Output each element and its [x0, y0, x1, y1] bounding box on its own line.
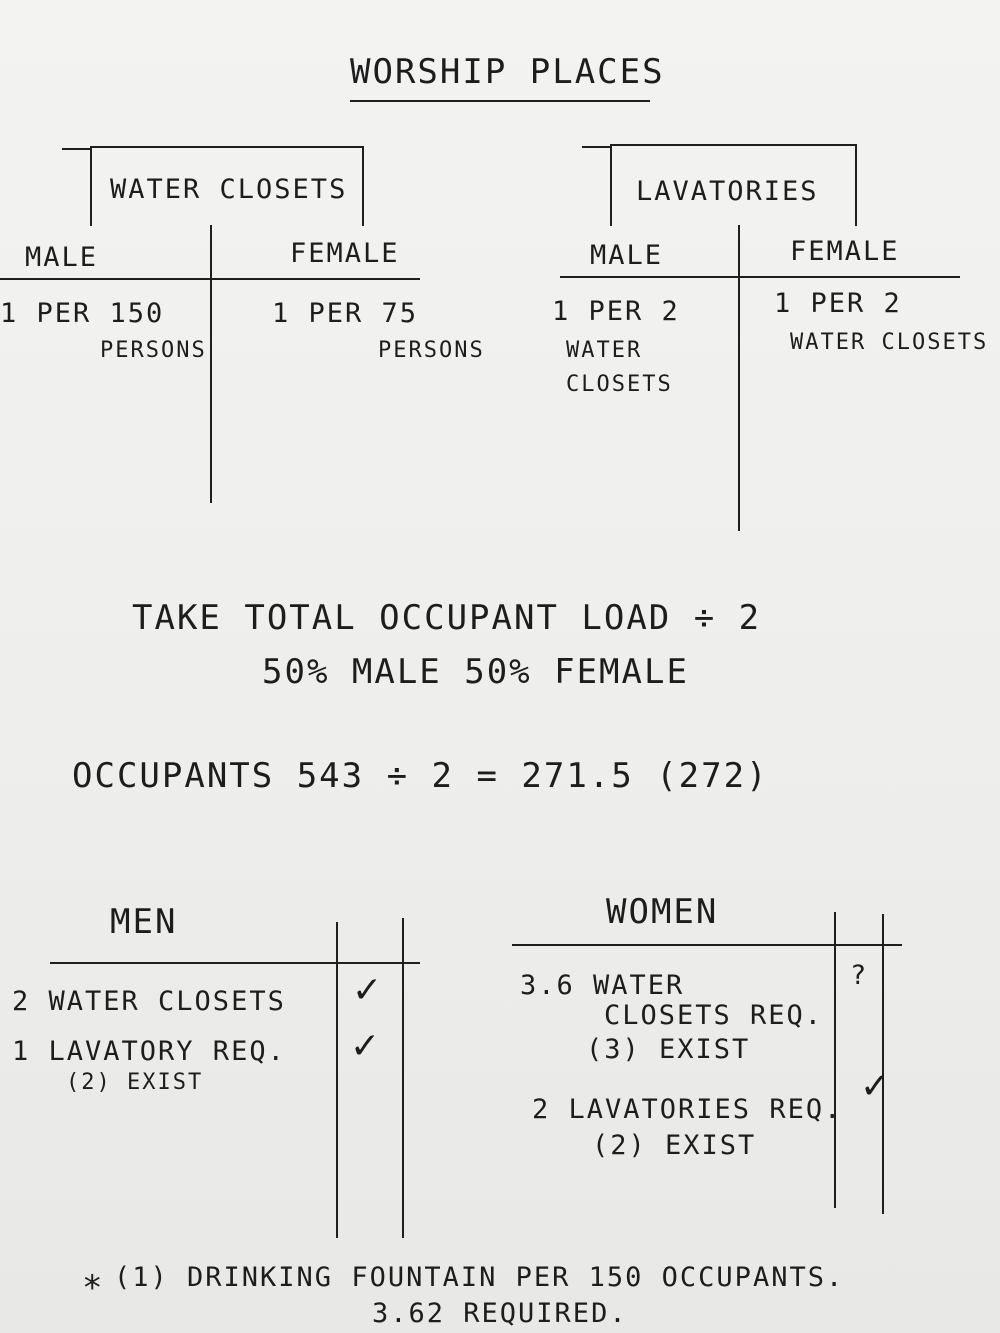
- lavatories-box: [610, 144, 857, 226]
- women-row1-mark: ?: [850, 960, 869, 991]
- lav-male-rule-line2: WATER: [566, 338, 643, 363]
- wc-male-label: MALE: [25, 242, 99, 273]
- footnote-line-2: 3.62 REQUIRED.: [372, 1298, 628, 1329]
- men-row2-text: 1 LAVATORY REQ.: [12, 1036, 286, 1067]
- wc-column-divider: [210, 225, 212, 503]
- lav-header-rule: [560, 276, 960, 278]
- women-column-divider-2: [882, 914, 884, 1214]
- water-closets-box: [90, 146, 364, 226]
- lavatories-box-top-extension: [582, 146, 612, 148]
- lav-column-divider: [738, 225, 740, 531]
- men-header-rule: [50, 962, 420, 964]
- women-column-divider-1: [834, 912, 836, 1208]
- men-row1-checkmark: ✓: [352, 970, 385, 1011]
- men-row2-exist: (2) EXIST: [66, 1070, 204, 1095]
- wc-male-rule-line2: PERSONS: [100, 338, 207, 363]
- women-row2-checkmark: ✓: [860, 1066, 893, 1107]
- instruction-line-2: 50% MALE 50% FEMALE: [262, 652, 689, 692]
- men-row2-checkmark: ✓: [350, 1026, 383, 1067]
- wc-female-rule-line2: PERSONS: [378, 338, 485, 363]
- footnote-asterisk: *: [82, 1268, 105, 1308]
- lav-female-label: FEMALE: [790, 236, 900, 267]
- lav-female-rule-line2: WATER CLOSETS: [790, 330, 989, 355]
- lav-male-label: MALE: [590, 240, 664, 271]
- women-row1-line1: 3.6 WATER: [520, 970, 685, 1001]
- men-header: MEN: [110, 902, 178, 942]
- lav-male-rule-line1: 1 PER 2: [552, 296, 680, 327]
- wc-female-label: FEMALE: [290, 238, 400, 269]
- women-header-rule: [512, 944, 902, 946]
- women-header: WOMEN: [606, 892, 719, 932]
- lav-female-rule-line1: 1 PER 2: [774, 288, 902, 319]
- men-row1-text: 2 WATER CLOSETS: [12, 986, 286, 1017]
- instruction-line-1: TAKE TOTAL OCCUPANT LOAD ÷ 2: [132, 598, 762, 638]
- women-row1-line2: CLOSETS REQ.: [604, 1000, 824, 1031]
- page-title: WORSHIP PLACES: [350, 52, 665, 92]
- women-row1-line3: (3) EXIST: [586, 1034, 751, 1065]
- lavatories-header: LAVATORIES: [636, 176, 819, 207]
- wc-female-rule-line1: 1 PER 75: [272, 298, 419, 329]
- women-row2-line2: (2) EXIST: [592, 1130, 757, 1161]
- footnote-line-1: (1) DRINKING FOUNTAIN PER 150 OCCUPANTS.: [114, 1262, 845, 1293]
- women-row2-line1: 2 LAVATORIES REQ.: [532, 1094, 843, 1125]
- wc-male-rule-line1: 1 PER 150: [0, 298, 165, 329]
- water-closets-box-top-extension: [62, 148, 92, 150]
- title-underline: [350, 100, 650, 102]
- water-closets-header: WATER CLOSETS: [110, 174, 348, 205]
- lav-male-rule-line3: CLOSETS: [566, 372, 673, 397]
- men-column-divider-2: [402, 918, 404, 1238]
- occupant-calculation: OCCUPANTS 543 ÷ 2 = 271.5 (272): [72, 756, 769, 796]
- men-column-divider-1: [336, 922, 338, 1238]
